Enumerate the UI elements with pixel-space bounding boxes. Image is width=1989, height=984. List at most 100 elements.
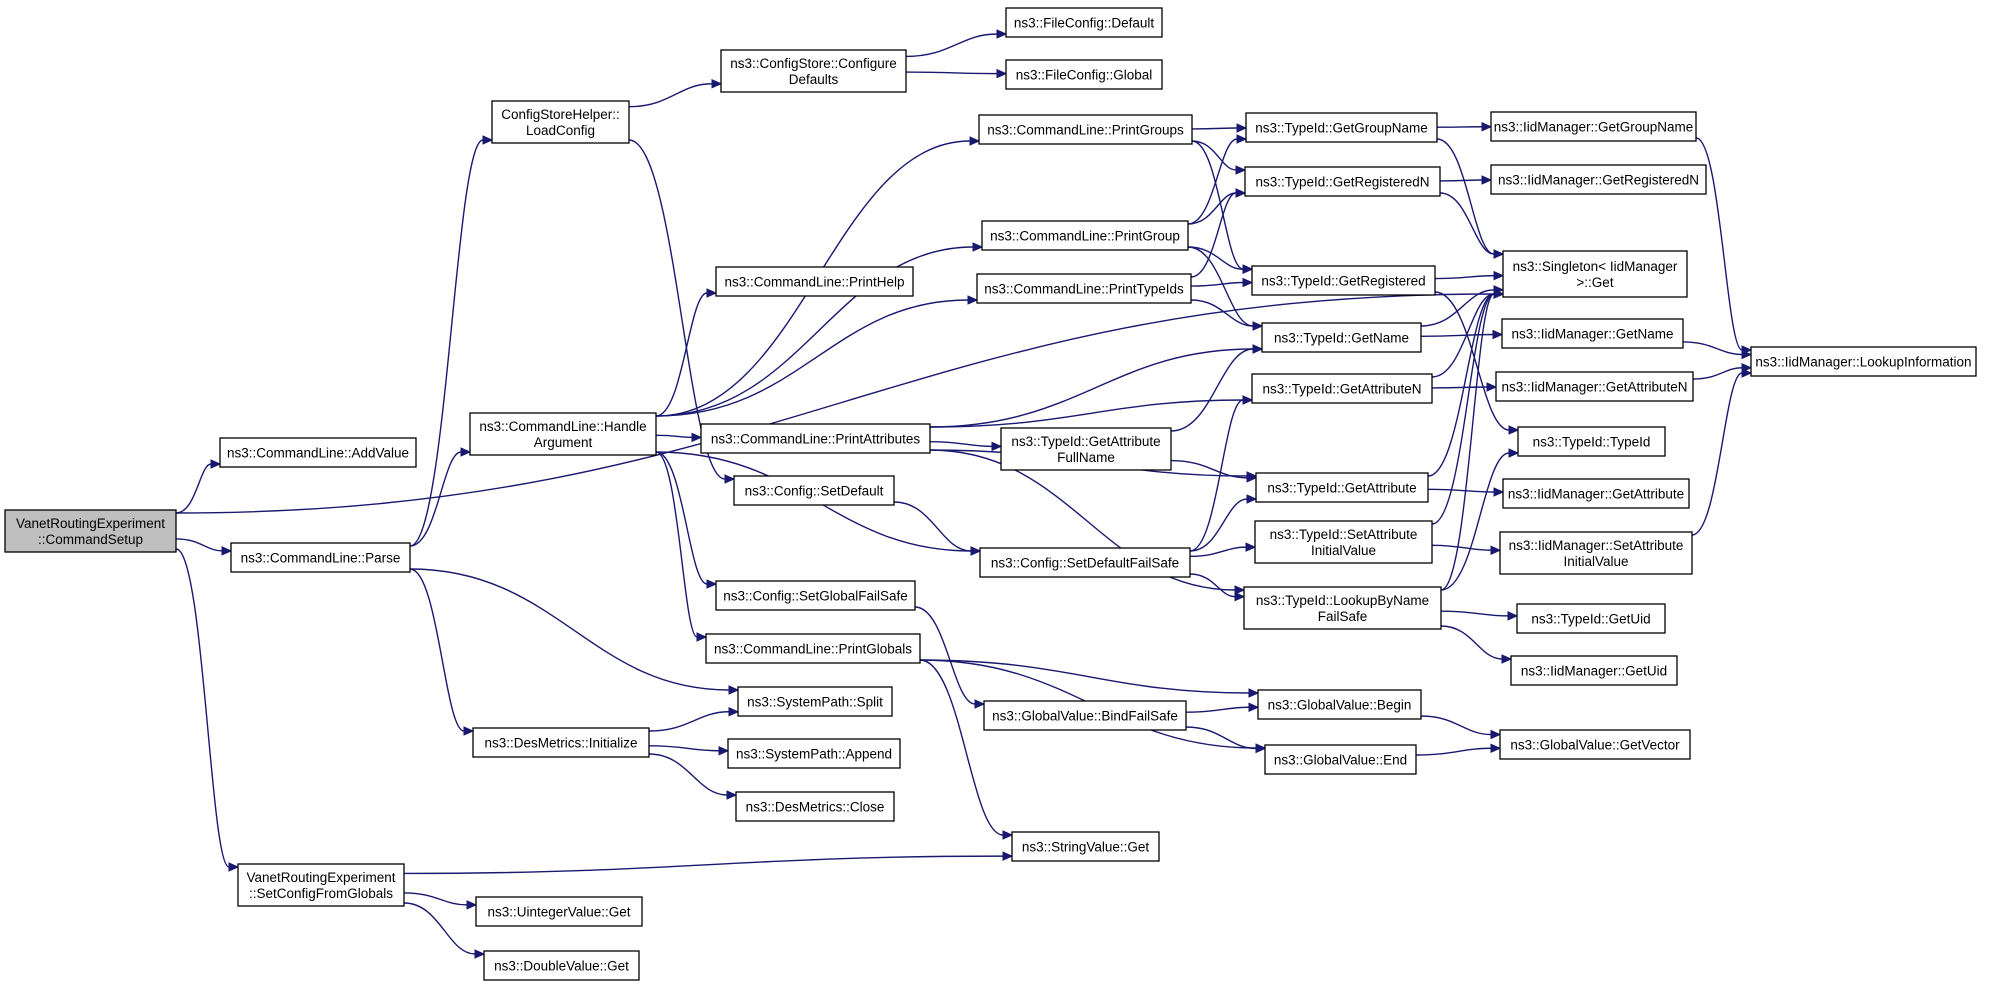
node-dbl_get[interactable]: ns3::DoubleValue::Get xyxy=(483,950,640,981)
node-box xyxy=(469,412,657,456)
edge-line xyxy=(1170,348,1254,432)
edge-line xyxy=(409,568,465,732)
node-gv_begin[interactable]: ns3::GlobalValue::Begin xyxy=(1257,689,1422,720)
edge-layer xyxy=(175,29,1753,959)
edge-cfg_setdeffs-to-tid_setattrinit xyxy=(1189,542,1257,558)
node-gv_bindfs[interactable]: ns3::GlobalValue::BindFailSafe xyxy=(983,700,1187,731)
node-vre_cmd[interactable]: VanetRoutingExperiment::CommandSetup xyxy=(4,509,177,553)
edge-line xyxy=(1440,625,1503,660)
node-printattrs[interactable]: ns3::CommandLine::PrintAttributes xyxy=(700,423,931,454)
edge-tid_getattrn-to-singleton_get xyxy=(1431,289,1505,378)
edge-tid_getregn-to-singleton_get xyxy=(1439,192,1505,259)
edge-gv_end-to-gv_getvector xyxy=(1415,743,1502,756)
node-box xyxy=(1257,689,1422,720)
node-iid_getattrn[interactable]: ns3::IidManager::GetAttributeN xyxy=(1495,371,1694,402)
arrowhead xyxy=(1481,175,1493,185)
node-tid_getattrn[interactable]: ns3::TypeId::GetAttributeN xyxy=(1251,373,1433,404)
arrowhead xyxy=(1246,494,1258,504)
edge-line xyxy=(929,449,1236,591)
arrowhead xyxy=(474,949,486,959)
node-box xyxy=(727,738,901,769)
edge-line xyxy=(648,753,728,796)
node-iid_getuid[interactable]: ns3::IidManager::GetUid xyxy=(1510,655,1678,686)
node-vre_setcfg[interactable]: VanetRoutingExperiment::SetConfigFromGlo… xyxy=(237,863,405,907)
node-iid_getname[interactable]: ns3::IidManager::GetName xyxy=(1501,318,1684,349)
edge-cfg_setdeffs-to-tid_getattrn xyxy=(1189,395,1254,552)
arrowhead xyxy=(221,546,233,556)
arrowhead xyxy=(967,295,979,305)
node-iid_getregn[interactable]: ns3::IidManager::GetRegisteredN xyxy=(1490,164,1707,195)
node-fc_global[interactable]: ns3::FileConfig::Global xyxy=(1005,59,1163,90)
arrowhead xyxy=(1493,270,1505,281)
node-label: ns3::IidManager::GetName xyxy=(1511,327,1673,342)
node-printglobals[interactable]: ns3::CommandLine::PrintGlobals xyxy=(705,633,921,664)
node-parse[interactable]: ns3::CommandLine::Parse xyxy=(230,542,411,573)
node-printtypeids[interactable]: ns3::CommandLine::PrintTypeIds xyxy=(976,273,1192,304)
node-cfg_setdeffs[interactable]: ns3::Config::SetDefaultFailSafe xyxy=(979,547,1191,578)
node-label: ns3::TypeId::GetName xyxy=(1274,331,1409,346)
node-addvalue[interactable]: ns3::CommandLine::AddValue xyxy=(219,437,417,468)
node-cfg_setdef[interactable]: ns3::Config::SetDefault xyxy=(733,475,895,506)
edge-line xyxy=(409,568,730,691)
node-dm_close[interactable]: ns3::DesMetrics::Close xyxy=(735,791,895,822)
edge-line xyxy=(648,745,720,752)
node-label: ns3::DesMetrics::Initialize xyxy=(484,736,637,751)
edge-line xyxy=(655,246,974,417)
node-box xyxy=(1264,744,1417,775)
arrowhead xyxy=(724,474,736,484)
node-box xyxy=(981,220,1189,251)
node-fc_default[interactable]: ns3::FileConfig::Default xyxy=(1005,7,1163,38)
node-tid_getgroupname[interactable]: ns3::TypeId::GetGroupName xyxy=(1245,112,1438,143)
node-tid_getregn[interactable]: ns3::TypeId::GetRegisteredN xyxy=(1244,166,1441,197)
arrowhead xyxy=(1481,121,1493,132)
node-label: ns3::UintegerValue::Get xyxy=(487,905,630,920)
node-iid_lookupinfo[interactable]: ns3::IidManager::LookupInformation xyxy=(1750,346,1977,377)
edge-handlearg-to-printhelp xyxy=(655,288,718,417)
node-iid_setattrinit[interactable]: ns3::IidManager::SetAttributeInitialValu… xyxy=(1499,531,1693,575)
edge-gv_bindfs-to-gv_end xyxy=(1185,726,1267,754)
node-label: InitialValue xyxy=(1563,554,1628,569)
node-label: VanetRoutingExperiment xyxy=(16,516,165,531)
edge-desinit-to-sp_append xyxy=(648,745,730,756)
node-sp_append[interactable]: ns3::SystemPath::Append xyxy=(727,738,901,769)
edge-tid_getgroupname-to-iid_getgroupname xyxy=(1436,121,1493,132)
edge-printgroup-to-tid_getname xyxy=(1187,246,1264,331)
node-sp_split[interactable]: ns3::SystemPath::Split xyxy=(737,686,893,717)
arrowhead xyxy=(711,78,723,89)
node-box xyxy=(1750,346,1977,377)
node-printgroup[interactable]: ns3::CommandLine::PrintGroup xyxy=(981,220,1189,251)
node-desinit[interactable]: ns3::DesMetrics::Initialize xyxy=(472,727,650,758)
arrowhead xyxy=(974,699,986,709)
node-label: Defaults xyxy=(789,72,839,87)
node-cfg_setglobalfs[interactable]: ns3::Config::SetGlobalFailSafe xyxy=(715,580,916,611)
node-sv_get[interactable]: ns3::StringValue::Get xyxy=(1011,831,1160,862)
node-tid_getuid[interactable]: ns3::TypeId::GetUid xyxy=(1516,603,1666,634)
edge-line xyxy=(1190,192,1237,278)
node-tid_typeid[interactable]: ns3::TypeId::TypeId xyxy=(1517,426,1666,457)
node-tid_getattr[interactable]: ns3::TypeId::GetAttribute xyxy=(1255,472,1429,503)
node-box xyxy=(1251,373,1433,404)
node-printhelp[interactable]: ns3::CommandLine::PrintHelp xyxy=(715,266,914,297)
node-iid_getattr[interactable]: ns3::IidManager::GetAttribute xyxy=(1502,478,1690,509)
node-printgroups[interactable]: ns3::CommandLine::PrintGroups xyxy=(978,114,1193,145)
node-iid_getgroupname[interactable]: ns3::IidManager::GetGroupName xyxy=(1490,111,1697,142)
node-box xyxy=(472,727,650,758)
node-gv_getvector[interactable]: ns3::GlobalValue::GetVector xyxy=(1499,729,1691,760)
node-label: ns3::IidManager::GetAttributeN xyxy=(1501,380,1687,395)
node-tid_getname[interactable]: ns3::TypeId::GetName xyxy=(1261,322,1422,353)
node-tid_getreg[interactable]: ns3::TypeId::GetRegistered xyxy=(1251,265,1436,296)
arrowhead xyxy=(706,579,718,589)
edge-tid_getattrfull-to-tid_getname xyxy=(1170,344,1264,432)
node-csh_load[interactable]: ConfigStoreHelper::LoadConfig xyxy=(491,100,630,144)
node-label: ns3::IidManager::GetUid xyxy=(1521,664,1667,679)
node-label: ns3::SystemPath::Append xyxy=(736,747,892,762)
node-singleton_get[interactable]: ns3::Singleton< IidManager >::Get xyxy=(1502,250,1688,298)
node-gv_end[interactable]: ns3::GlobalValue::End xyxy=(1264,744,1417,775)
edge-line xyxy=(1187,192,1237,225)
node-uint_get[interactable]: ns3::UintegerValue::Get xyxy=(475,896,643,927)
